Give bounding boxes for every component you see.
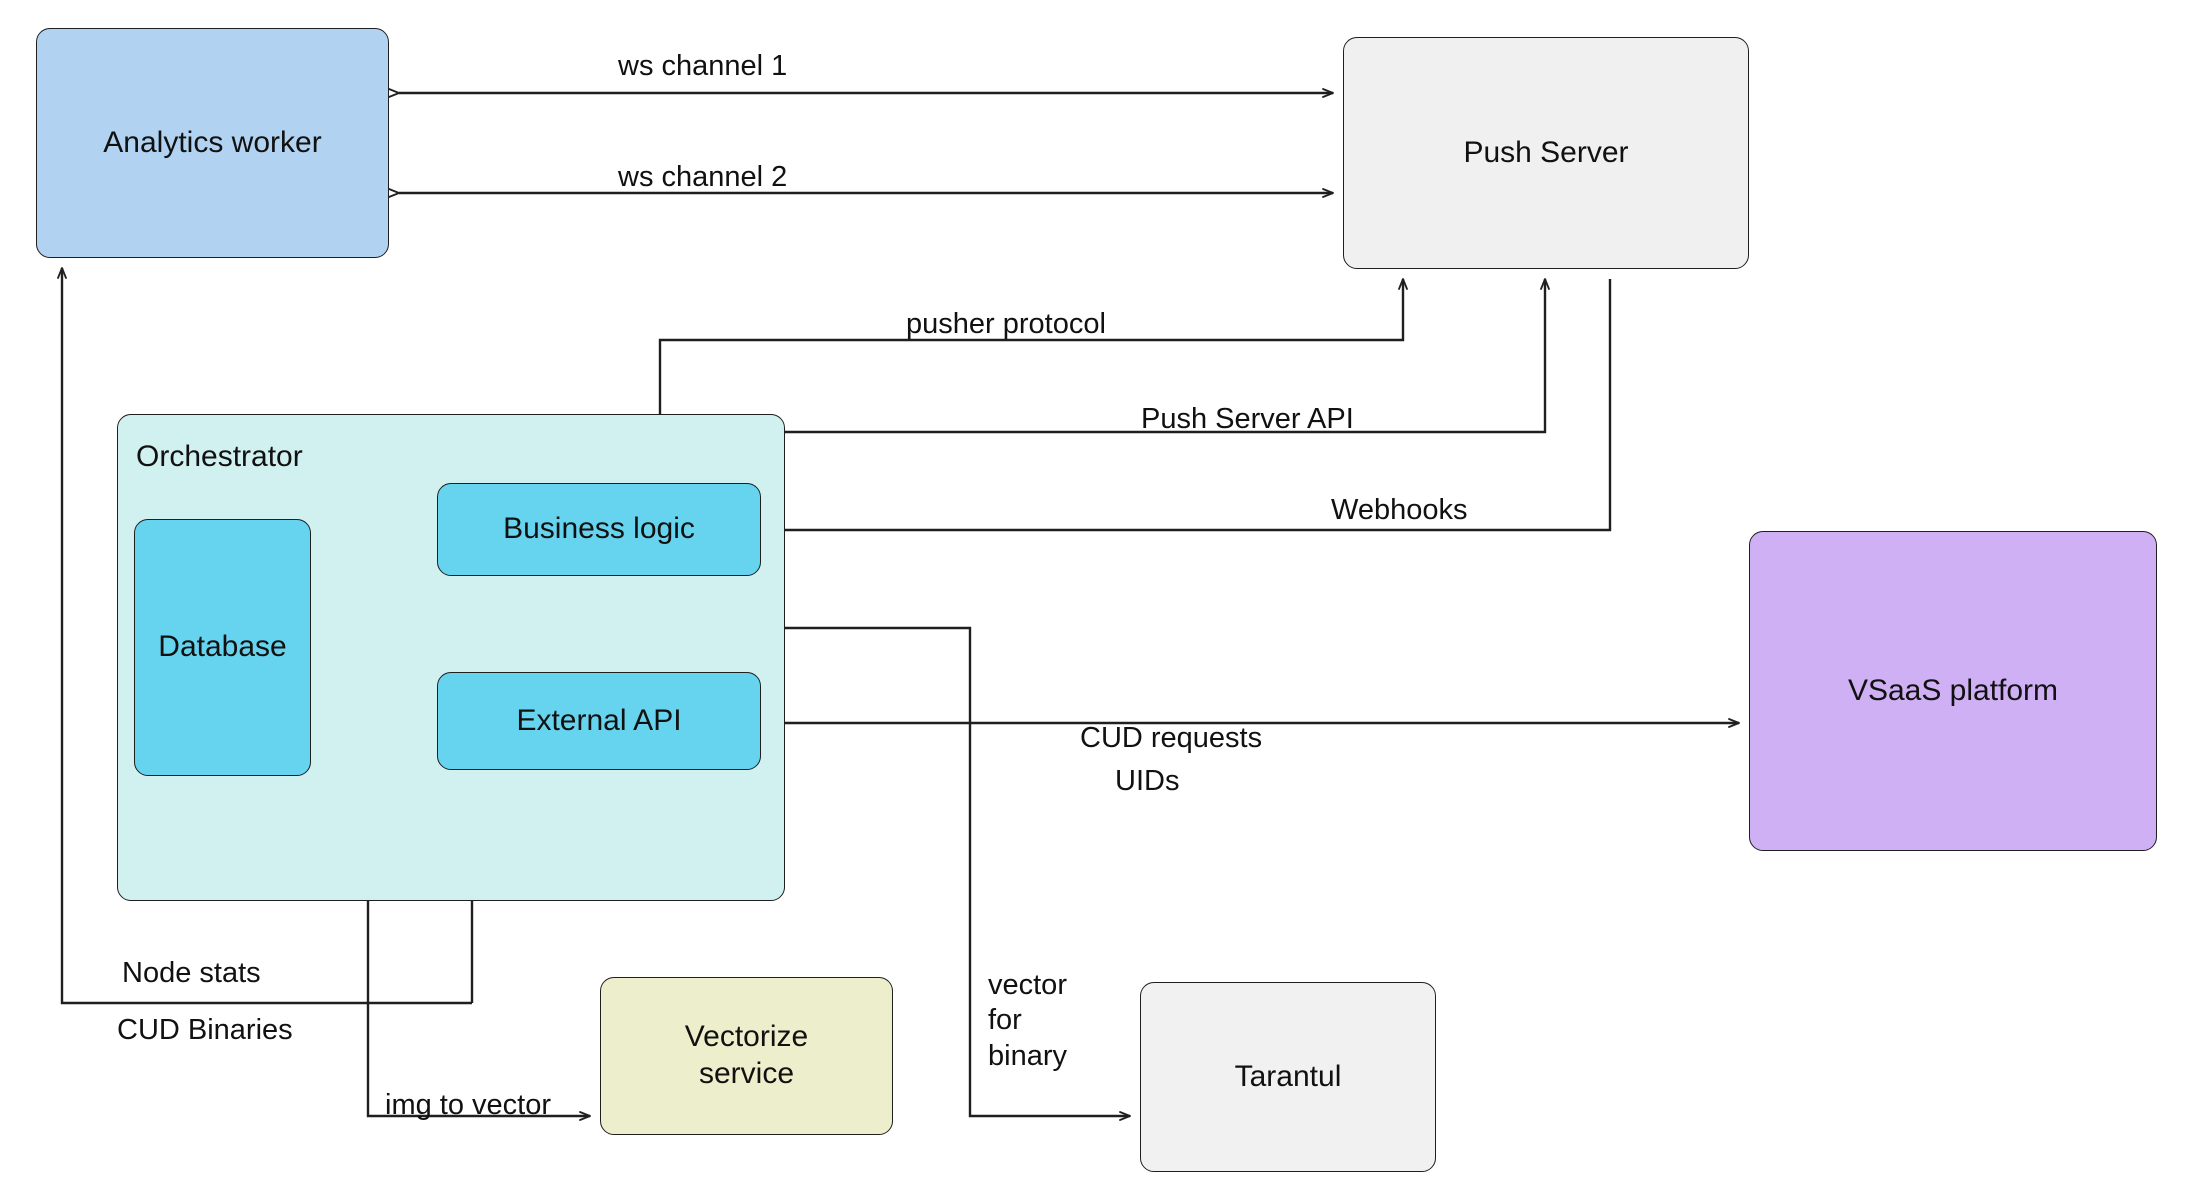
node-analytics-worker-label: Analytics worker — [103, 125, 322, 159]
node-tarantul[interactable]: Tarantul — [1140, 982, 1436, 1172]
edge-label-push-server-api: Push Server API — [1141, 403, 1354, 435]
edge-push-server-api — [705, 278, 1550, 484]
node-business-logic-label: Business logic — [503, 512, 695, 546]
edge-label-img-to-vector: img to vector — [385, 1089, 551, 1121]
edge-label-vector-for-binary: vector for binary — [988, 969, 1067, 1072]
node-business-logic[interactable]: Business logic — [437, 483, 761, 576]
node-tarantul-label: Tarantul — [1234, 1059, 1342, 1093]
node-orchestrator-label: Orchestrator — [136, 440, 303, 473]
node-database[interactable]: Database — [134, 519, 311, 776]
edge-label-cud-requests: CUD requests — [1080, 722, 1263, 754]
node-vsaas-platform-label: VSaaS platform — [1847, 673, 2059, 707]
edge-label-pusher-protocol: pusher protocol — [906, 308, 1106, 340]
edge-label-cud-binaries: CUD Binaries — [117, 1014, 293, 1046]
node-vectorize-service[interactable]: Vectorize service — [600, 977, 893, 1135]
node-external-api[interactable]: External API — [437, 672, 761, 770]
node-push-server-label: Push Server — [1463, 135, 1629, 169]
node-vectorize-service-label: Vectorize service — [684, 1020, 809, 1090]
node-vsaas-platform[interactable]: VSaaS platform — [1749, 531, 2157, 851]
edge-label-node-stats: Node stats — [122, 957, 261, 989]
edge-label-ws-channel-1: ws channel 1 — [618, 50, 788, 82]
edge-label-ws-channel-2: ws channel 2 — [618, 161, 788, 193]
node-push-server[interactable]: Push Server — [1343, 37, 1749, 269]
node-analytics-worker[interactable]: Analytics worker — [36, 28, 389, 258]
node-database-label: Database — [158, 630, 287, 664]
node-external-api-label: External API — [516, 703, 682, 737]
edge-label-webhooks: Webhooks — [1331, 494, 1468, 526]
edge-label-uids: UIDs — [1115, 765, 1180, 797]
